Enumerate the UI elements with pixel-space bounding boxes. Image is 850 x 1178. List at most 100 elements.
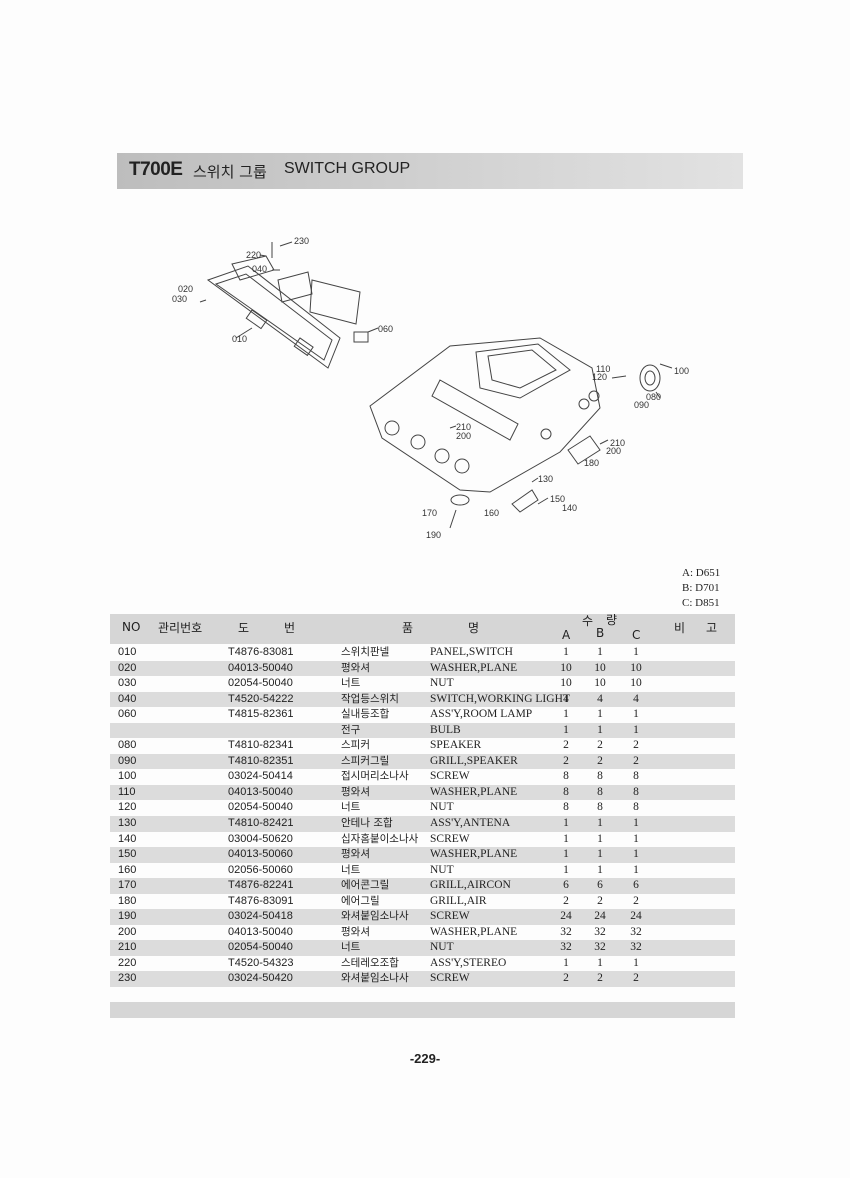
cell-b: 24 (594, 910, 606, 923)
cell-no: 180 (118, 894, 137, 907)
cell-c: 1 (633, 848, 639, 861)
cell-name-ko: 십자홈붙이소나사 (341, 832, 419, 845)
cell-b: 8 (597, 801, 603, 814)
cell-c: 8 (633, 785, 639, 798)
cell-a: 8 (563, 785, 569, 798)
cell-c: 1 (633, 832, 639, 845)
cell-b: 1 (597, 708, 603, 721)
cell-no: 210 (118, 941, 137, 954)
aircon-grill-drawing (450, 494, 470, 506)
cell-b: 1 (597, 848, 603, 861)
callout-110: 110 (596, 364, 610, 374)
cell-name-ko: 안테나 조합 (341, 817, 393, 830)
callout-140: 140 (562, 503, 577, 513)
callout-labels: 230 220 040 020 030 010 060 110 120 100 … (172, 236, 689, 540)
cell-name-en: NUT (430, 677, 454, 690)
cell-no: 140 (118, 832, 137, 845)
section-title-band: T700E 스위치 그룹 SWITCH GROUP (117, 153, 743, 189)
callout-100: 100 (674, 366, 689, 376)
cell-drawing: T4876-83091 (228, 894, 294, 907)
cell-b: 1 (597, 817, 603, 830)
cell-name-ko: 에어콘그릴 (341, 879, 390, 892)
cell-b: 32 (594, 941, 606, 954)
cell-no: 080 (118, 739, 137, 752)
callout-200-left: 200 (456, 431, 471, 441)
cell-name-ko: 전구 (341, 723, 361, 736)
cell-no: 100 (118, 770, 137, 783)
cell-drawing: 03004-50620 (228, 832, 293, 845)
callout-170: 170 (422, 508, 437, 518)
cell-drawing: T4810-82341 (228, 739, 294, 752)
cell-c: 1 (633, 723, 639, 736)
cell-b: 10 (594, 661, 606, 674)
cell-a: 6 (563, 879, 569, 892)
cell-no: 090 (118, 754, 137, 767)
cell-name-ko: 너트 (341, 677, 361, 690)
cell-no: 200 (118, 925, 137, 938)
cell-drawing: 04013-50060 (228, 848, 293, 861)
cell-drawing: 03024-50418 (228, 910, 293, 923)
cell-c: 8 (633, 801, 639, 814)
cell-drawing: T4876-82241 (228, 879, 294, 892)
cell-a: 4 (563, 692, 569, 705)
cell-name-ko: 평와셔 (341, 925, 370, 938)
cell-a: 1 (563, 723, 569, 736)
cell-a: 8 (563, 770, 569, 783)
header-remark-2: 고 (706, 621, 718, 635)
cell-a: 1 (563, 832, 569, 845)
cell-a: 1 (563, 863, 569, 876)
cell-no: 120 (118, 801, 137, 814)
cell-drawing: 04013-50040 (228, 925, 293, 938)
callout-210-left: 210 (456, 422, 471, 432)
cell-name-ko: 스위치판넬 (341, 646, 390, 658)
speaker-drawing (639, 364, 661, 392)
callout-120: 120 (592, 372, 607, 382)
cell-name-en: WASHER,PLANE (430, 661, 518, 674)
cell-a: 8 (563, 801, 569, 814)
air-grill-drawing (567, 435, 601, 465)
exploded-parts-diagram: 230 220 040 020 030 010 060 110 120 100 … (172, 236, 689, 540)
cell-c: 24 (630, 910, 642, 923)
cell-no: 060 (118, 708, 137, 721)
cell-name-ko: 스피커그릴 (341, 754, 390, 767)
cell-name-en: ASS'Y,ROOM LAMP (430, 708, 533, 721)
callout-090: 090 (634, 400, 649, 410)
cell-a: 2 (563, 754, 569, 767)
cell-name-ko: 평와셔 (341, 785, 370, 798)
cell-name-ko: 스테레오조합 (341, 956, 399, 969)
cell-name-en: NUT (430, 863, 454, 876)
title-korean: 스위치 그룹 (193, 163, 267, 181)
cell-c: 1 (633, 708, 639, 721)
cell-name-en: WASHER,PLANE (430, 785, 518, 798)
cell-c: 10 (630, 661, 642, 674)
cell-b: 1 (597, 956, 603, 969)
cell-drawing: 02054-50040 (228, 677, 293, 690)
cell-name-en: GRILL,AIRCON (430, 879, 511, 892)
cell-drawing: T4520-54323 (228, 956, 294, 969)
header-b: B (596, 626, 605, 640)
cell-c: 2 (633, 894, 639, 907)
callout-190: 190 (426, 530, 441, 540)
callout-220: 220 (246, 250, 261, 260)
callout-040: 040 (252, 264, 267, 274)
cell-b: 10 (594, 677, 606, 690)
cell-name-en: NUT (430, 941, 454, 954)
cell-drawing: T4876-83081 (228, 646, 294, 658)
cell-b: 2 (597, 972, 603, 985)
header-qty-2: 량 (606, 613, 618, 627)
bulb-drawing (353, 331, 369, 343)
cell-b: 2 (597, 894, 603, 907)
cell-name-en: NUT (430, 801, 454, 814)
cell-name-en: PANEL,SWITCH (430, 646, 513, 658)
working-light-switch-drawing (277, 271, 313, 303)
